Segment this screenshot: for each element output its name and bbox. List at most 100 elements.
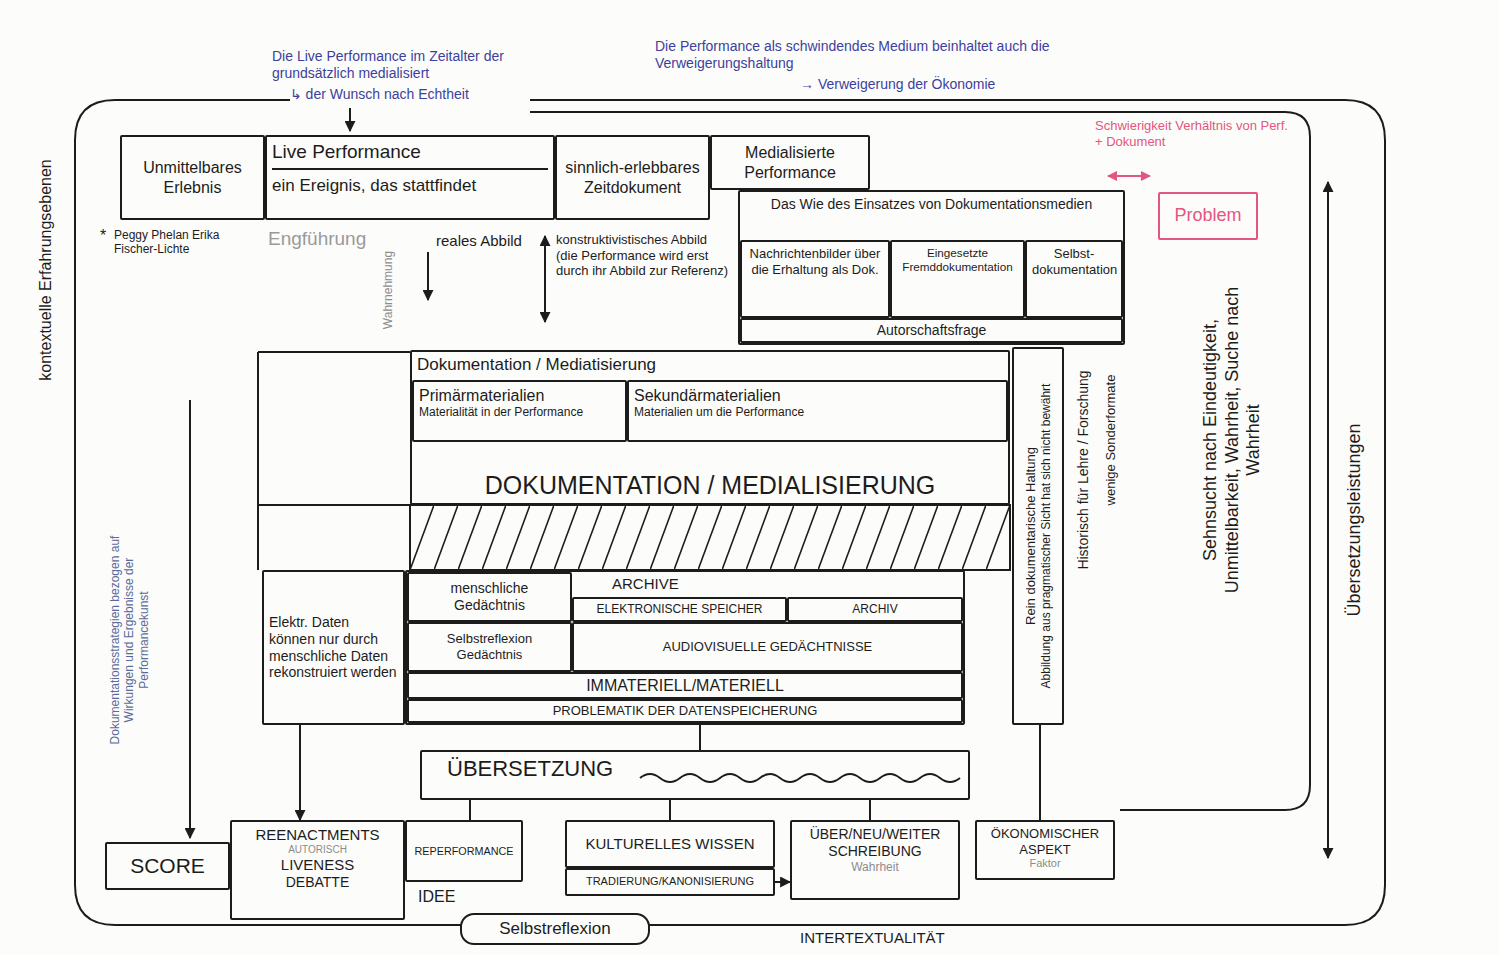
leader-arrow (427, 252, 429, 300)
node-text: REPERFORMANCE (412, 845, 516, 858)
label-holder: konstruktivistisches Abbild (die Perform… (556, 232, 732, 279)
node-text: Selbstreflexion (467, 919, 643, 939)
annotation-text: Übersetzungsleistungen (1344, 390, 1366, 650)
label-holder: Die Performance als schwindendes Medium … (655, 38, 1075, 72)
annotation-text: konstruktivistisches Abbild (die Perform… (556, 232, 732, 279)
label-holder: Peggy Phelan Erika Fischer-Lichte (114, 228, 254, 257)
pink-double-arrow (1108, 175, 1150, 177)
connector (669, 800, 671, 820)
node-text: DOKUMENTATION / MEDIALISIERUNG (417, 470, 1003, 500)
node-text: Sekundärmaterialien (634, 386, 1001, 405)
process-box: Eingesetzte Fremddokumentation (890, 240, 1025, 318)
node-text: ARCHIV (794, 602, 956, 616)
annotation-text: Peggy Phelan Erika Fischer-Lichte (114, 228, 254, 257)
label-holder: INTERTEXTUALITÄT (800, 929, 1000, 947)
label-holder: → Verweigerung der Ökonomie (800, 76, 1060, 93)
label-holder: Schwierigkeit Verhältnis von Perf. + Dok… (1095, 118, 1295, 149)
annotation-text: kontextuelle Erfahrungsebenen (36, 105, 55, 435)
label-holder: Wahrnehmung (381, 235, 395, 345)
label-holder: wenige Sonderformate (1103, 355, 1119, 525)
annotation-text: * (100, 226, 112, 245)
band: ÜBERSETZUNG (420, 750, 970, 800)
node-text: REENACTMENTS (237, 826, 398, 844)
process-box: TRADIERUNG/KANONISIERUNG (565, 868, 775, 896)
process-box: SekundärmaterialienMaterialien um die Pe… (627, 380, 1008, 442)
annotation-text: wenige Sonderformate (1103, 355, 1119, 525)
label-holder: Sehnsucht nach Eindeutigkeit, Unmittelba… (1200, 275, 1265, 605)
node-text: Elektr. Daten können nur durch menschlic… (269, 614, 398, 681)
outer-frame (75, 100, 1385, 925)
vertical-text-wrapper: Rein dokumentarische HaltungAbbildung au… (1023, 353, 1053, 719)
process-box: Unmittelbares Erlebnis (120, 135, 265, 220)
process-box: Selbstreflexion Gedächtnis (407, 622, 572, 672)
node-text: ÜBER/NEU/WEITER SCHREIBUNG (797, 826, 953, 860)
wavy-line (640, 774, 960, 782)
annotation-text: Die Live Performance im Zeitalter der gr… (272, 48, 562, 82)
label-holder: ↳ der Wunsch nach Echtheit (290, 86, 530, 103)
label-holder: Übersetzungsleistungen (1344, 390, 1366, 650)
leader-arrow (189, 400, 191, 838)
label-holder: Die Live Performance im Zeitalter der gr… (272, 48, 562, 82)
node-text: Dokumentation / Mediatisierung (417, 355, 1003, 375)
process-box: ARCHIV (787, 597, 963, 622)
process-box: Medialisierte Performance (710, 135, 870, 190)
process-box: KULTURELLES WISSEN (565, 820, 775, 868)
annotation-text: Schwierigkeit Verhältnis von Perf. + Dok… (1095, 118, 1295, 149)
label-holder: kontextuelle Erfahrungsebenen (36, 105, 55, 435)
process-box: PrimärmaterialienMaterialität in der Per… (412, 380, 627, 442)
annotation-text: Sehnsucht nach Eindeutigkeit, Unmittelba… (1200, 275, 1265, 605)
annotation-text: reales Abbild (436, 232, 528, 250)
node-text: Nachrichtenbilder über die Erhaltung als… (747, 246, 883, 277)
double-arrow (1327, 182, 1329, 858)
node-text: Selbstreflexion Gedächtnis (414, 631, 565, 662)
label-holder: reales Abbild (436, 232, 528, 250)
node-text: Problem (1165, 205, 1251, 227)
node-text: Medialisierte Performance (717, 143, 863, 181)
label-holder: Engführung (268, 228, 388, 251)
node-text: Materialien um die Performance (634, 405, 1001, 419)
process-box: ÜBER/NEU/WEITER SCHREIBUNGWahrheit (790, 820, 960, 900)
hatched-band (410, 505, 1010, 570)
process-box: IMMATERIELL/MATERIELL (407, 672, 963, 699)
node-text: TRADIERUNG/KANONISIERUNG (572, 875, 768, 888)
node-text: PROBLEMATIK DER DATENSPEICHERUNG (414, 703, 956, 719)
label-holder: IDEE (418, 887, 468, 906)
node-text: KULTURELLES WISSEN (572, 835, 768, 853)
process-box: Nachrichtenbilder über die Erhaltung als… (740, 240, 890, 318)
node-text: Autorschaftsfrage (747, 322, 1116, 339)
double-arrow (544, 236, 546, 322)
node-text: AUTORISCH (237, 844, 398, 856)
annotation-text: Die Performance als schwindendes Medium … (655, 38, 1075, 72)
middle-frame-lines (258, 352, 410, 570)
group-box: ARCHIVEmenschliche GedächtnisELEKTRONISC… (405, 570, 965, 725)
process-box: Live Performanceein Ereignis, das stattf… (265, 135, 555, 220)
process-box: ÖKONOMISCHER ASPEKTFaktor (975, 820, 1115, 880)
connector (469, 800, 471, 820)
leader-arrow (349, 108, 351, 131)
problem-box: Problem (1158, 192, 1258, 240)
node-text: Unmittelbares Erlebnis (127, 158, 258, 196)
node-text: ÜBERSETZUNG (427, 756, 963, 782)
group-box: Dokumentation / MediatisierungDOKUMENTAT… (410, 350, 1010, 505)
annotation-text: Dokumentationsstrategien bezogen auf Wir… (108, 525, 151, 755)
node-text: ELEKTRONISCHE SPEICHER (579, 602, 780, 616)
connector (869, 800, 871, 820)
label-holder: * (100, 226, 112, 245)
process-box: Elektr. Daten können nur durch menschlic… (262, 570, 405, 725)
node-text: Das Wie des Einsatzes von Dokumentations… (745, 196, 1118, 213)
process-box: sinnlich-erlebbares Zeitdokument (555, 135, 710, 220)
process-box: menschliche Gedächtnis (407, 572, 572, 622)
process-box: PROBLEMATIK DER DATENSPEICHERUNG (407, 699, 963, 723)
node-text: Wahrheit (797, 860, 953, 874)
node-text: Selbst-dokumentation (1032, 246, 1116, 277)
node-text: Rein dokumentarische Haltung (1023, 353, 1039, 719)
node-text: LIVENESS (237, 856, 398, 874)
process-box: REPERFORMANCE (405, 820, 523, 882)
node-text: Live Performance (272, 141, 548, 170)
connector (699, 725, 701, 750)
group-box: Das Wie des Einsatzes von Dokumentations… (738, 190, 1125, 345)
node-text: Materialität in der Performance (419, 405, 620, 419)
label-holder: Dokumentationsstrategien bezogen auf Wir… (108, 525, 151, 755)
